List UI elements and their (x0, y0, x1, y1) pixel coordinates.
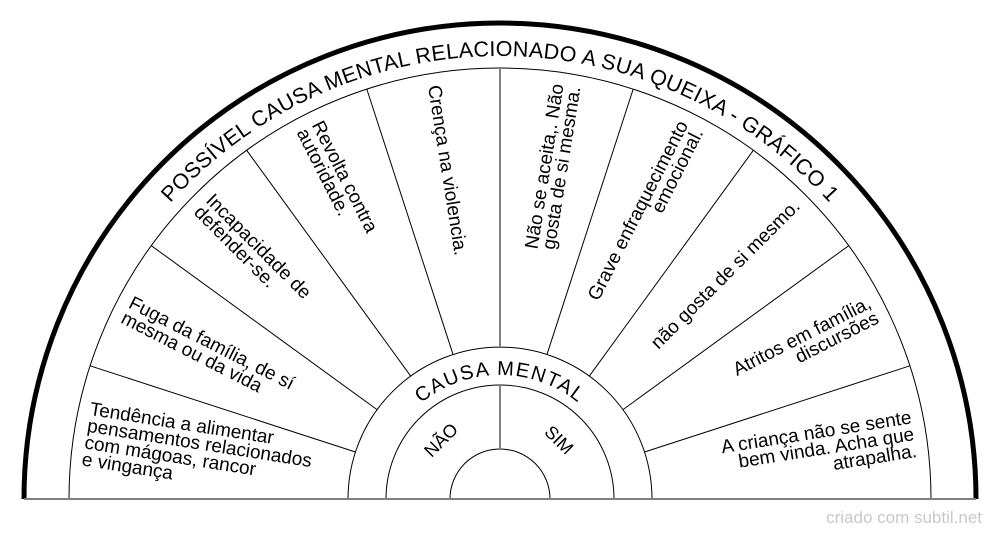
sector-label-line: Grave enfraquecimento (584, 118, 693, 304)
sector-label-line: Crença na violencia. (423, 84, 471, 257)
sector-label-line: Incapacidade de (202, 190, 315, 303)
watermark: criado com subtil.net (826, 508, 982, 527)
center-outer-ring (347, 346, 653, 500)
sector-label: não gosta de si mesmo. (647, 196, 804, 353)
sector-divider (622, 245, 849, 411)
sector-label: Crença na violencia. (423, 84, 471, 257)
sector-divider (588, 150, 754, 377)
outer-ring (21, 20, 979, 500)
option-sim[interactable]: SIM (540, 422, 577, 459)
sector-divider (644, 365, 911, 453)
center-inner-ring (449, 448, 551, 500)
sector-divider (151, 245, 378, 411)
sector-divider (246, 150, 412, 377)
sector-divider (546, 88, 634, 355)
sector-divider (89, 365, 356, 453)
sector-label: Atritos em família,discursões (730, 293, 883, 381)
sector-divider (366, 88, 454, 355)
sector-label-line: não gosta de si mesmo. (647, 196, 804, 353)
option-nao[interactable]: NÃO (420, 419, 462, 461)
